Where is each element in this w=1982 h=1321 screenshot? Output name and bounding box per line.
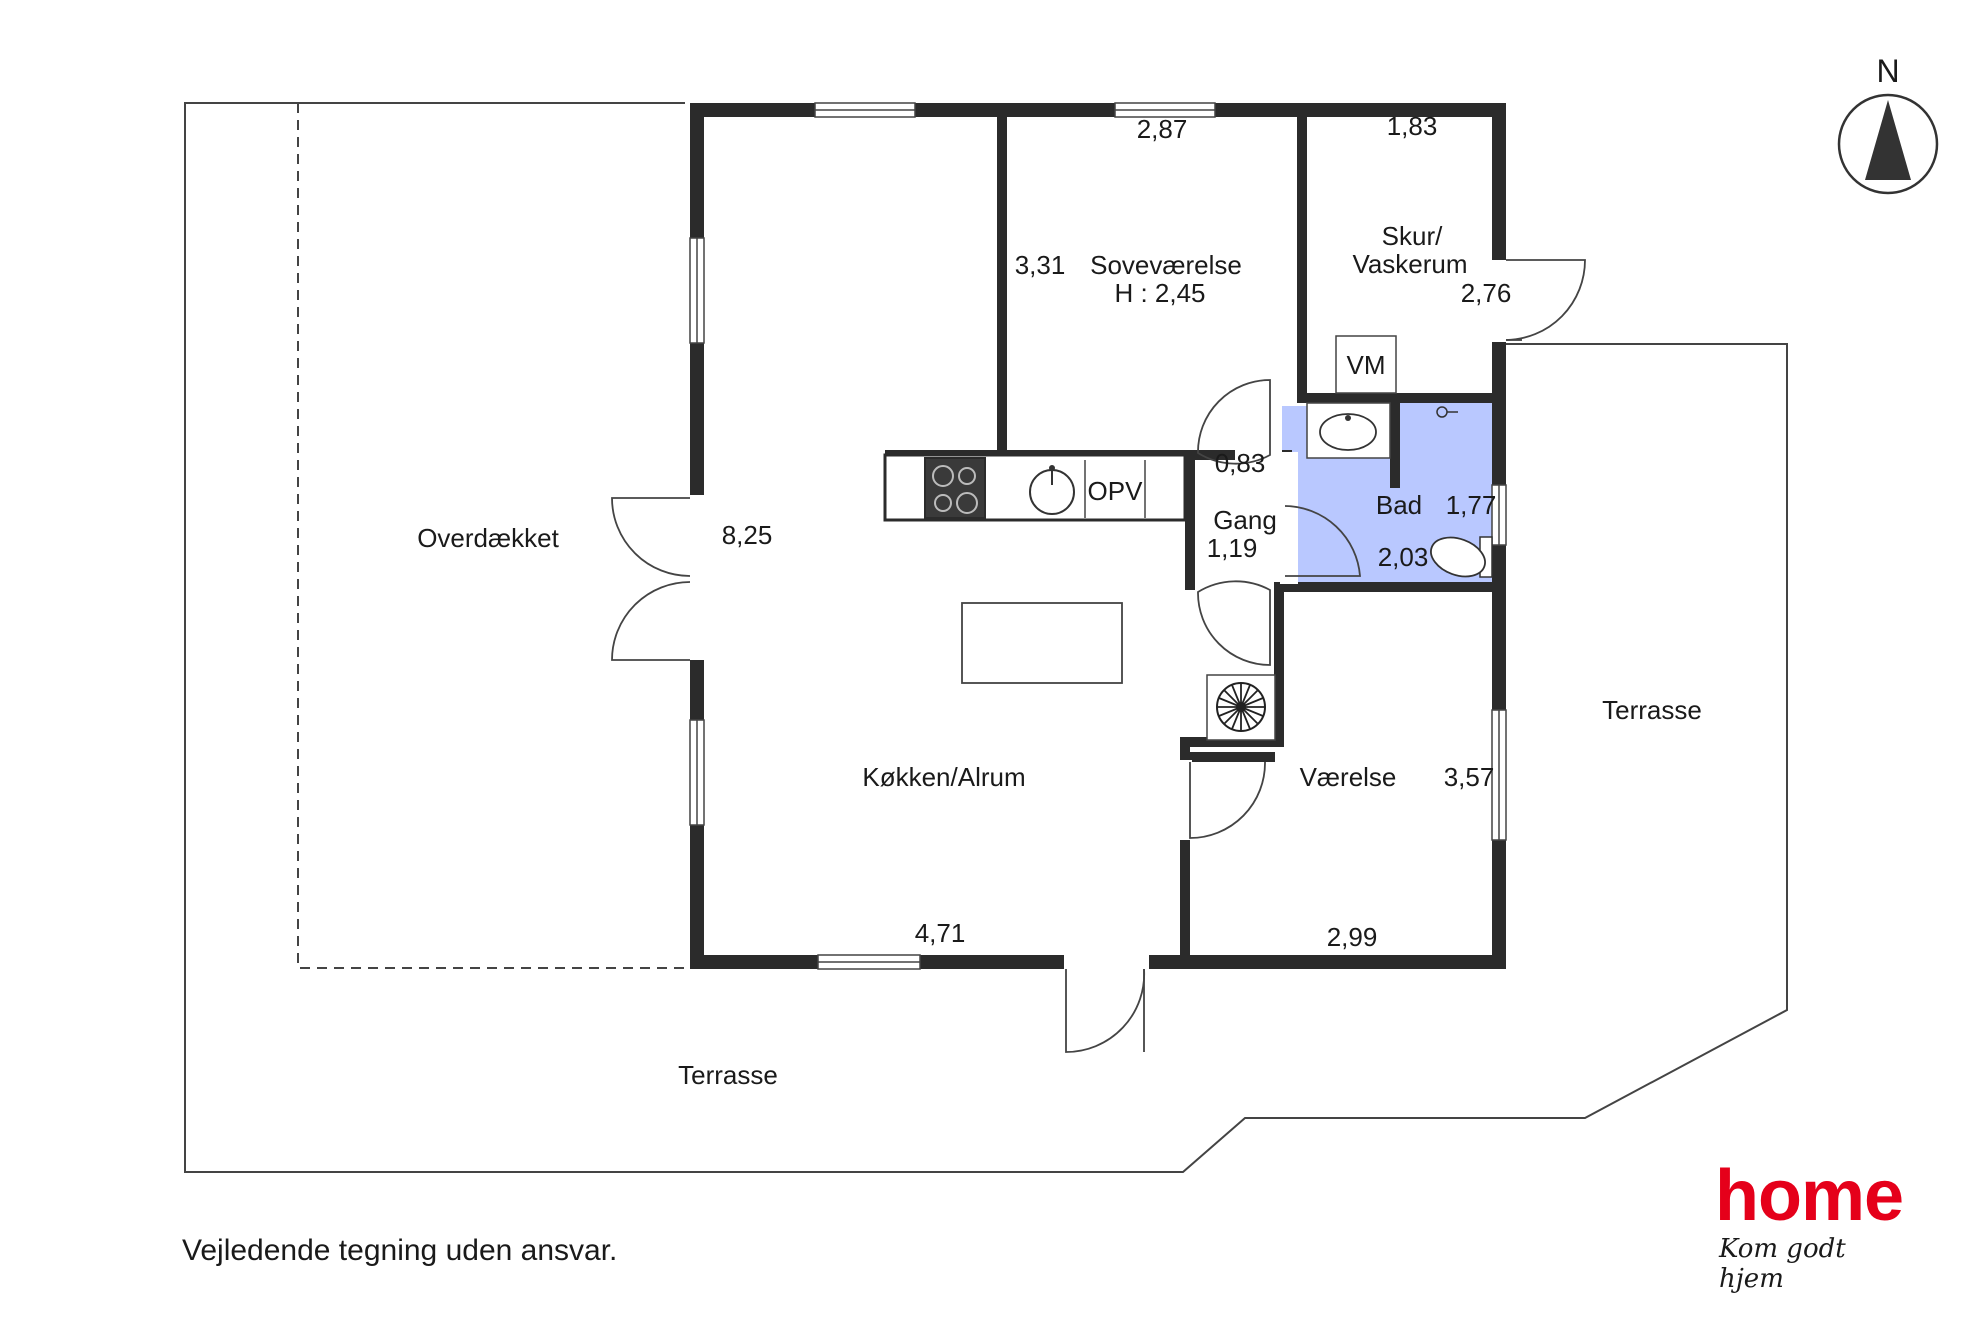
dim-bedroom-depth: 3,31 — [1015, 250, 1066, 280]
room-label-kitchen: Køkken/Alrum — [862, 762, 1025, 792]
fixture-label-vm: VM — [1347, 350, 1386, 380]
dim-kitchen-length: 4,71 — [915, 918, 966, 948]
door-openings — [688, 260, 1508, 971]
terrace-outline — [184, 102, 1788, 1173]
bathroom-floor-upper — [1392, 402, 1494, 410]
dim-gang-width: 0,83 — [1215, 448, 1266, 478]
door-swings — [611, 259, 1586, 1053]
kitchen-counter — [883, 453, 1187, 522]
room-label-vaerelse: Værelse — [1300, 762, 1397, 792]
dim-gang-length: 1,19 — [1207, 533, 1258, 563]
bathroom-sink-icon — [1306, 402, 1391, 459]
fixture-label-opv: OPV — [1088, 476, 1144, 506]
kitchen-island — [961, 602, 1123, 684]
shower-icon — [1436, 406, 1458, 418]
room-label-shed-line2: Vaskerum — [1352, 249, 1467, 279]
room-label-bedroom-height: H : 2,45 — [1114, 278, 1205, 308]
dim-vaerelse-depth: 3,57 — [1444, 762, 1495, 792]
dim-vaerelse-width: 2,99 — [1327, 922, 1378, 952]
room-label-bedroom: Soveværelse — [1090, 250, 1242, 280]
logo-word: home — [1715, 1156, 1904, 1236]
dim-shed-depth: 2,76 — [1461, 278, 1512, 308]
room-label-gang: Gang — [1213, 505, 1277, 535]
logo-tagline: Kom godt hjem — [1719, 1234, 1846, 1294]
dim-bad-width: 1,77 — [1446, 490, 1497, 520]
disclaimer-text: Vejledende tegning uden ansvar. — [182, 1234, 618, 1267]
north-arrow-icon — [1837, 93, 1939, 195]
home-logo[interactable]: home Kom godt hjem — [1715, 1160, 1915, 1294]
kitchen-sink-icon — [1029, 465, 1075, 515]
room-label-terrasse-south: Terrasse — [678, 1060, 778, 1090]
compass-north-label: N — [1876, 53, 1899, 89]
room-label-terrasse-east: Terrasse — [1602, 695, 1702, 725]
room-label-bad: Bad — [1376, 490, 1422, 520]
toilet-icon — [1430, 536, 1493, 578]
dim-bad-length: 2,03 — [1378, 542, 1429, 572]
windows — [689, 102, 1507, 970]
washing-machine-box — [1335, 335, 1397, 394]
dim-bedroom-width: 2,87 — [1137, 114, 1188, 144]
stove-icon — [1206, 674, 1276, 741]
dim-shed-width: 1,83 — [1387, 111, 1438, 141]
dim-kitchen-width: 8,25 — [722, 520, 773, 550]
covered-area-outline — [297, 103, 690, 969]
room-label-shed-line1: Skur/ — [1382, 221, 1443, 251]
room-label-overdaekket: Overdækket — [417, 523, 559, 553]
